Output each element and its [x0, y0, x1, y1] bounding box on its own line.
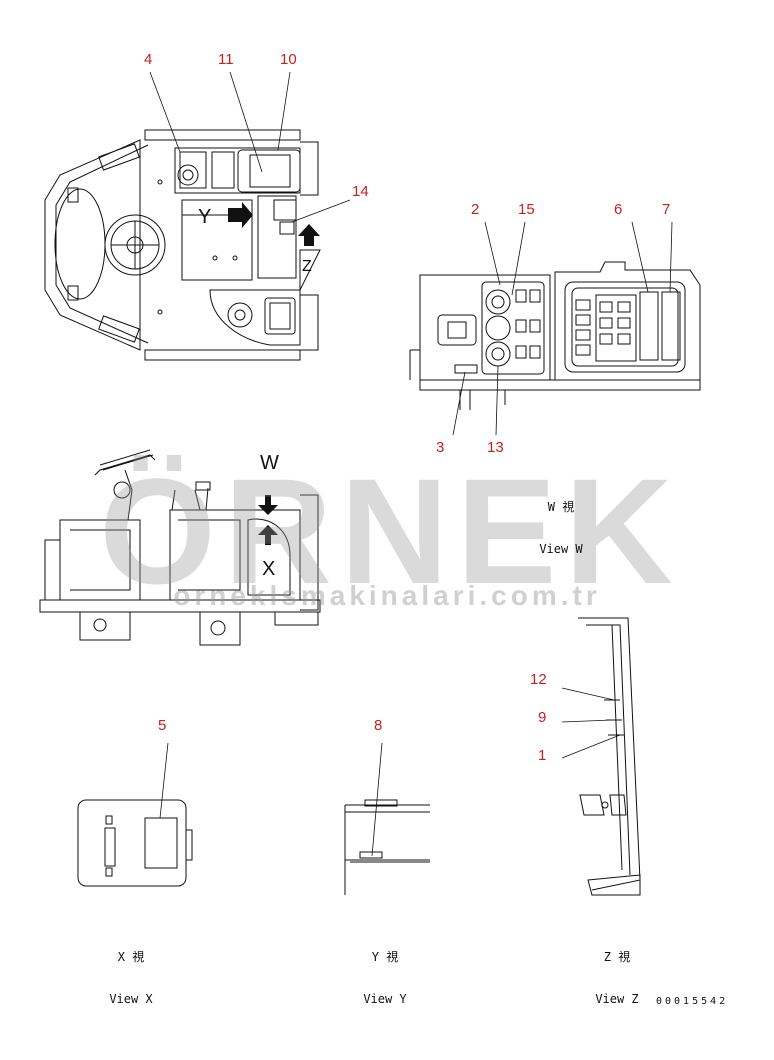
callout-11: 11	[218, 51, 234, 68]
view-z-caption-jp: Z 視	[603, 950, 631, 964]
leaders-w	[452, 221, 673, 436]
leaders-z	[561, 687, 621, 759]
side-view	[39, 449, 321, 646]
view-y-caption-en: View Y	[363, 992, 407, 1006]
callout-12: 12	[530, 671, 547, 688]
arrow-y-icon	[228, 202, 253, 228]
arrow-z-icon	[298, 224, 320, 246]
view-letter-z: Z	[302, 258, 312, 275]
leader-8	[371, 742, 383, 857]
view-y-caption-jp: Y 視	[371, 950, 399, 964]
view-y-caption: Y 視 View Y	[350, 922, 420, 1020]
view-w-caption-jp: W 視	[547, 500, 575, 514]
callout-7: 7	[662, 201, 671, 218]
drawing-code: 00015542	[656, 996, 729, 1007]
view-y-drawing	[344, 799, 430, 895]
view-w-caption: W 視 View W	[526, 472, 596, 570]
leaders-plan	[149, 71, 351, 223]
callout-3: 3	[436, 439, 445, 456]
view-x-drawing	[77, 799, 193, 887]
callout-14: 14	[352, 183, 369, 200]
callout-8: 8	[374, 717, 383, 734]
callout-1: 1	[538, 747, 547, 764]
callout-2: 2	[471, 201, 480, 218]
view-w-caption-en: View W	[539, 542, 583, 556]
view-x-caption-en: View X	[109, 992, 153, 1006]
view-x-caption: X 視 View X	[96, 922, 166, 1020]
view-w-drawing	[409, 261, 701, 410]
callout-4: 4	[144, 51, 153, 68]
view-letter-x: X	[262, 558, 276, 580]
plan-view	[44, 129, 321, 361]
callout-13: 13	[487, 439, 504, 456]
view-letter-w: W	[260, 452, 279, 474]
leader-5	[159, 742, 169, 819]
view-letter-y: Y	[198, 206, 212, 228]
view-z-drawing	[578, 617, 641, 896]
callout-15: 15	[518, 201, 535, 218]
callout-6: 6	[614, 201, 623, 218]
view-z-caption: Z 視 View Z	[582, 922, 652, 1020]
callout-9: 9	[538, 709, 547, 726]
callout-10: 10	[280, 51, 297, 68]
view-x-caption-jp: X 視	[117, 950, 145, 964]
callout-5: 5	[158, 717, 167, 734]
view-z-caption-en: View Z	[595, 992, 639, 1006]
